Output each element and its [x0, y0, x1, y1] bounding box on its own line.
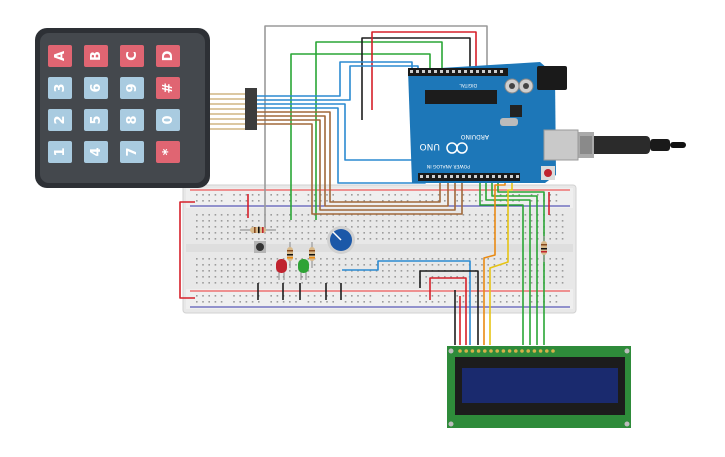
keypad-key-label: 1 — [53, 147, 68, 156]
keypad-key[interactable]: 3 — [48, 77, 72, 99]
lcd-16x2[interactable] — [447, 346, 631, 428]
keypad-key-label: B — [89, 51, 104, 61]
arduino-uno[interactable]: UNO ARDUINO DIGITAL POWER ANALOG IN — [408, 62, 686, 183]
keypad-4x4[interactable]: A B C D 3 6 9 #2 5 8 0 1 4 7 * — [35, 28, 257, 188]
wire-yellow — [489, 180, 513, 345]
led-red[interactable] — [276, 259, 287, 280]
power-jack — [537, 66, 567, 90]
keypad-connector — [245, 88, 257, 130]
arduino-model-text: UNO — [420, 141, 440, 151]
keypad-key-label: A — [53, 51, 68, 61]
breadboard-top-rail — [186, 188, 573, 208]
resistor-2[interactable] — [287, 242, 293, 268]
wire-brown-k2 — [245, 115, 449, 207]
keypad-key-label: # — [161, 82, 176, 93]
wire-black-bottom — [419, 270, 479, 345]
keypad-ribbon-wires — [210, 93, 245, 130]
keypad-key-label: 6 — [89, 83, 104, 92]
keypad-key-label: 9 — [125, 83, 140, 92]
push-button-cap — [256, 243, 264, 251]
wire-blue-k2 — [245, 65, 419, 101]
wire-green-lcd-4 — [497, 180, 545, 345]
wire-green-lcd-3 — [491, 180, 538, 345]
keypad-key[interactable]: 9 — [120, 77, 144, 99]
keypad-key-label: * — [161, 148, 176, 155]
arduino-analog-label: POWER ANALOG IN — [427, 163, 470, 169]
wire-gray — [264, 25, 488, 230]
keypad-key-label: 5 — [89, 115, 104, 124]
keypad-key[interactable]: 8 — [120, 109, 144, 131]
keypad-key[interactable]: 2 — [48, 109, 72, 131]
wire-blue-k3 — [245, 103, 421, 175]
wire-brown-k1 — [245, 111, 441, 203]
keypad-key[interactable]: * — [156, 141, 180, 163]
keypad-key[interactable]: D — [156, 45, 180, 67]
keypad-key-label: 7 — [125, 147, 140, 156]
arduino-brand-text: ARDUINO — [460, 133, 489, 140]
keypad-key[interactable]: 7 — [120, 141, 144, 163]
wire-brown-k3 — [245, 119, 456, 211]
resistor-3[interactable] — [309, 242, 315, 268]
usb-cable — [590, 136, 650, 154]
wire-brown-k4 — [245, 123, 463, 215]
lcd-screen — [462, 368, 618, 403]
keypad-key[interactable]: B — [84, 45, 108, 67]
keypad-key-label: 2 — [53, 115, 68, 124]
arduino-digital-label: DIGITAL — [459, 82, 477, 88]
resistor-4[interactable] — [541, 236, 547, 262]
potentiometer[interactable] — [327, 226, 355, 254]
usb-b-port — [543, 129, 579, 161]
wire-green-1 — [290, 53, 431, 220]
wire-orange — [483, 180, 506, 345]
keypad-keys: A B C D 3 6 9 #2 5 8 0 1 4 7 * — [48, 45, 180, 163]
keypad-key-label: 8 — [125, 115, 140, 124]
wire-green-lcd-1 — [479, 180, 524, 345]
breadboard-components — [240, 226, 547, 280]
atmega-chip — [425, 90, 497, 104]
wire-blue-bottom — [342, 260, 471, 345]
wires — [179, 25, 550, 345]
keypad-key[interactable]: 0 — [156, 109, 180, 131]
wire-blue-k1 — [245, 61, 413, 97]
keypad-key[interactable]: 1 — [48, 141, 72, 163]
keypad-key[interactable]: A — [48, 45, 72, 67]
arduino-logo: UNO ARDUINO DIGITAL POWER ANALOG IN — [420, 82, 489, 169]
push-button[interactable] — [254, 241, 266, 253]
wire-red-top — [371, 31, 477, 110]
keypad-key[interactable]: 6 — [84, 77, 108, 99]
wire-black-top — [361, 37, 471, 120]
breadboard-center-channel — [186, 244, 573, 252]
wire-red-bottom — [429, 277, 467, 345]
led-green[interactable] — [298, 259, 309, 280]
lcd-pins — [458, 349, 555, 353]
breadboard-bottom-rail — [186, 289, 573, 309]
crystal — [500, 118, 518, 126]
keypad-key[interactable]: # — [156, 77, 180, 99]
wire-red-left — [179, 201, 195, 299]
keypad-key[interactable]: C — [120, 45, 144, 67]
wire-green-2 — [315, 41, 443, 220]
keypad-key-label: C — [125, 51, 140, 61]
keypad-key-label: 3 — [53, 83, 68, 92]
keypad-key[interactable]: 5 — [84, 109, 108, 131]
resistor-1[interactable] — [240, 227, 276, 233]
keypad-key-label: 0 — [161, 115, 176, 124]
keypad-key[interactable]: 4 — [84, 141, 108, 163]
keypad-key-label: D — [161, 50, 176, 61]
keypad-key-label: 4 — [89, 147, 104, 156]
